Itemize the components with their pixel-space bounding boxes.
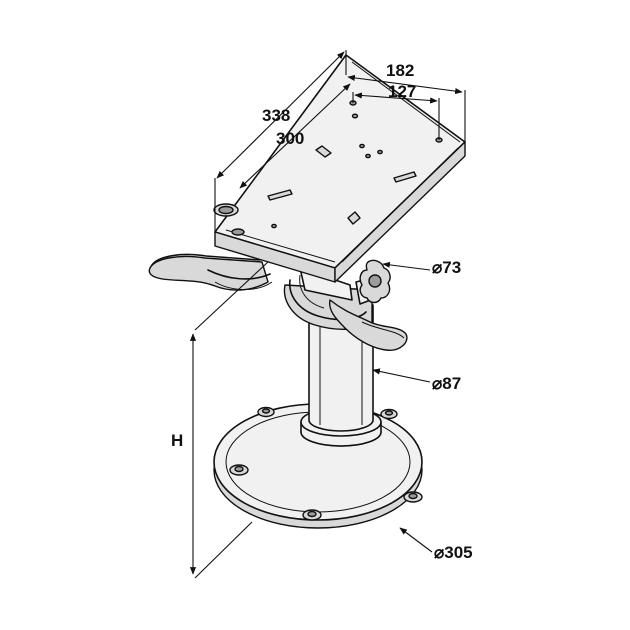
label-338: 338 — [262, 106, 290, 125]
dimension-182 — [345, 55, 466, 142]
base-mounting-holes — [229, 406, 423, 521]
label-300: 300 — [276, 129, 304, 148]
label-column-diameter: ⌀87 — [432, 374, 461, 393]
left-release-lever — [148, 253, 273, 291]
dimension-height — [189, 261, 269, 579]
label-height: H — [171, 431, 183, 450]
dimension-knob-leader — [382, 261, 431, 271]
plate-holes — [213, 100, 443, 236]
right-swivel-lever — [328, 299, 408, 351]
label-182: 182 — [386, 61, 414, 80]
dimension-127 — [352, 92, 440, 140]
dimension-column-leader — [372, 368, 431, 383]
label-127: 127 — [388, 82, 416, 101]
dimension-300 — [239, 83, 351, 189]
tilt-knob — [355, 259, 391, 305]
dimension-base-leader — [399, 527, 433, 553]
label-knob-diameter: ⌀73 — [432, 258, 461, 277]
label-base-diameter: ⌀305 — [434, 543, 473, 562]
seat-mounting-plate — [214, 54, 466, 283]
